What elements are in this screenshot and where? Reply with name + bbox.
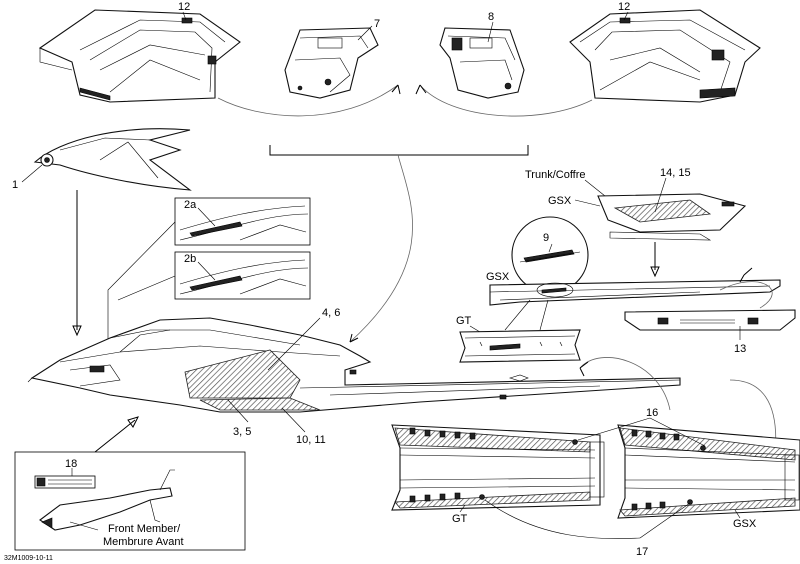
gsx-bottom-label: GSX [733,518,757,530]
gsx-trunk-label: GSX [548,195,572,207]
gt-tunnel [459,329,581,363]
callout-14-15: 14, 15 [660,167,691,179]
gsx-tunnel [489,279,781,306]
trunk [597,193,747,241]
callout-7: 7 [374,18,380,30]
detail-box-2a [174,197,311,246]
gt-bottom-tunnel [391,424,605,511]
snowmobile-body [27,317,681,413]
figure-code: 32M1009-10-11 [4,555,53,562]
front-member-label-2: Membrure Avant [103,536,184,548]
detail-box-2b [174,251,311,300]
left-small-panel [284,27,379,99]
hood [33,128,192,191]
right-side-panel [569,9,761,103]
callout-16: 16 [646,407,658,419]
gsx-tunnel-label: GSX [486,271,510,283]
callout-9: 9 [543,232,549,244]
callout-3-5: 3, 5 [233,426,251,438]
callout-10-11: 10, 11 [296,434,326,446]
callout-2a: 2a [184,199,197,211]
left-side-panel [38,9,241,103]
gsx-bottom-tunnel [617,424,800,519]
callout-2b: 2b [184,253,196,265]
callout-12-right: 12 [618,1,630,13]
callout-4-6: 4, 6 [322,307,340,319]
callout-13: 13 [734,343,746,355]
trunk-label: Trunk/Coffre [525,169,586,181]
rear-panel [624,309,796,331]
gt-bottom-label: GT [452,513,468,525]
front-member-box [14,451,246,551]
callout-12-left: 12 [178,1,190,13]
callout-1: 1 [12,179,18,191]
front-member-label-1: Front Member/ [108,523,181,535]
callout-17: 17 [636,546,648,558]
gt-tunnel-label: GT [456,315,472,327]
right-small-panel [439,27,525,99]
callout-8: 8 [488,11,494,23]
callout-18: 18 [65,458,77,470]
circle-detail-9 [511,216,589,294]
